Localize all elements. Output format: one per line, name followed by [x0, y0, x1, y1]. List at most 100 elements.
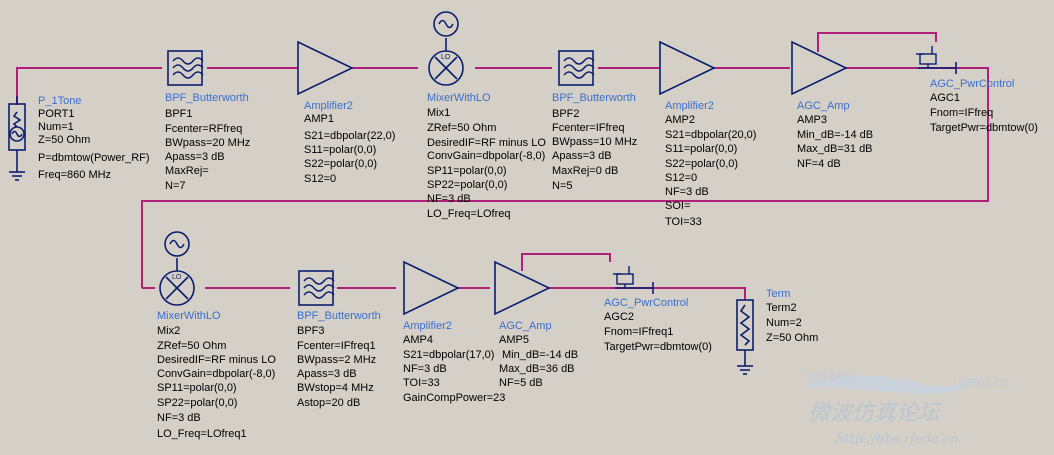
param: Apass=3 dB — [552, 150, 612, 162]
term-term2-symbol[interactable] — [736, 299, 754, 375]
label-agc1: AGC_PwrControl AGC1 Fnom=IFfreq TargetPw… — [930, 78, 1038, 134]
amplifier-amp2-symbol[interactable] — [659, 41, 715, 95]
param: S11=polar(0,0) — [665, 143, 737, 155]
param: BWpass=20 MHz — [165, 137, 250, 149]
param: Fcenter=IFfreq — [552, 122, 624, 134]
param: S12=0 — [665, 172, 697, 184]
component-type: AGC_PwrControl — [930, 78, 1014, 90]
param: Min_dB=-14 dB — [797, 129, 873, 141]
component-instance: AMP4 — [403, 334, 433, 346]
component-type: AGC_PwrControl — [604, 297, 688, 309]
param: ZRef=50 Ohm — [427, 122, 496, 134]
param: DesiredIF=RF minus LO — [427, 137, 546, 149]
amplifier-amp1-symbol[interactable] — [297, 41, 353, 95]
component-instance: AMP1 — [304, 113, 334, 125]
param: Max_dB=36 dB — [499, 363, 575, 375]
param: NF=3 dB — [427, 193, 471, 205]
agc-pwrcontrol-agc1-symbol[interactable] — [915, 45, 957, 75]
component-instance: BPF1 — [165, 108, 193, 120]
label-p1tone: P_1Tone PORT1 Num=1 Z=50 Ohm P=dbmtow(Po… — [38, 95, 150, 181]
param: TargetPwr=dbmtow(0) — [930, 122, 1038, 134]
param: Z=50 Ohm — [766, 332, 818, 344]
param: DesiredIF=RF minus LO — [157, 354, 276, 366]
watermark-brand: RFEDA.CN — [958, 378, 1009, 389]
source-p1tone[interactable] — [8, 96, 26, 181]
param: Apass=3 dB — [165, 151, 225, 163]
param: ConvGain=dbpolar(-8,0) — [157, 368, 275, 380]
amplifier-amp4-symbol[interactable] — [403, 261, 459, 315]
param: SP11=polar(0,0) — [157, 382, 237, 394]
param: BWpass=2 MHz — [297, 354, 376, 366]
param: Num=1 — [38, 121, 74, 133]
param: NF=4 dB — [797, 158, 841, 170]
watermark-wing — [800, 375, 980, 395]
param: MaxRej=0 dB — [552, 165, 618, 177]
label-amp1: Amplifier2 AMP1 S21=dbpolar(22,0) S11=po… — [304, 100, 395, 185]
component-type: BPF_Butterworth — [552, 92, 636, 104]
component-type: BPF_Butterworth — [165, 92, 249, 104]
filter-bpf1-symbol[interactable] — [167, 50, 204, 86]
filter-bpf2-symbol[interactable] — [558, 50, 595, 86]
param: TargetPwr=dbmtow(0) — [604, 341, 712, 353]
component-instance: PORT1 — [38, 108, 74, 120]
watermark-line2: 微波仿真论坛 — [808, 401, 942, 426]
label-amp2: Amplifier2 AMP2 S21=dbpolar(20,0) S11=po… — [665, 100, 756, 228]
watermark: 射频工程师 RFEDA.CN 微波仿真论坛 http://bbs.rfeda.c… — [800, 370, 1009, 447]
param: GainCompPower=23 — [403, 392, 505, 404]
component-type: Amplifier2 — [665, 100, 714, 112]
component-type: Amplifier2 — [403, 320, 452, 332]
watermark-url: http://bbs.rfeda.cn — [836, 432, 958, 447]
param: Astop=20 dB — [297, 397, 360, 409]
param: S11=polar(0,0) — [304, 144, 376, 156]
label-mix2: MixerWithLO Mix2 ZRef=50 Ohm DesiredIF=R… — [157, 310, 276, 440]
param: SP22=polar(0,0) — [157, 397, 237, 409]
component-instance: AGC1 — [930, 92, 960, 104]
component-instance: Mix1 — [427, 107, 450, 119]
component-type: MixerWithLO — [427, 92, 491, 104]
param: Fcenter=RFfreq — [165, 123, 242, 135]
label-bpf3: BPF_Butterworth BPF3 Fcenter=IFfreq1 BWp… — [297, 310, 381, 409]
param: Freq=860 MHz — [38, 169, 111, 181]
watermark-line1: 射频工程师 — [806, 370, 856, 383]
label-bpf2: BPF_Butterworth BPF2 Fcenter=IFfreq BWpa… — [552, 92, 637, 192]
mixer-mix1-symbol[interactable] — [428, 11, 464, 86]
param: S21=dbpolar(17,0) — [403, 349, 494, 361]
agc-pwrcontrol-agc2-symbol[interactable] — [612, 265, 654, 295]
label-amp4: Amplifier2 AMP4 S21=dbpolar(17,0) NF=3 d… — [403, 320, 505, 404]
component-instance: AMP5 — [499, 334, 529, 346]
param: Num=2 — [766, 317, 802, 329]
param: ZRef=50 Ohm — [157, 340, 226, 352]
mixer-mix2-symbol[interactable] — [159, 231, 195, 306]
param: NF=3 dB — [403, 363, 447, 375]
component-type: MixerWithLO — [157, 310, 221, 322]
param: SP11=polar(0,0) — [427, 165, 507, 177]
filter-bpf3-symbol[interactable] — [298, 270, 335, 306]
param: S21=dbpolar(20,0) — [665, 129, 756, 141]
wires-row1 — [16, 32, 989, 288]
param: NF=5 dB — [499, 377, 543, 389]
param: P=dbmtow(Power_RF) — [38, 152, 150, 164]
param: Fnom=IFfreq — [930, 107, 993, 119]
param: Apass=3 dB — [297, 368, 357, 380]
param: S12=0 — [304, 173, 336, 185]
param: N=7 — [165, 180, 186, 192]
param: S22=polar(0,0) — [304, 158, 377, 170]
label-bpf1: BPF_Butterworth BPF1 Fcenter=RFfreq BWpa… — [165, 92, 250, 192]
label-mix1: MixerWithLO Mix1 ZRef=50 Ohm DesiredIF=R… — [427, 92, 546, 220]
component-type: Term — [766, 288, 790, 300]
label-amp5: AGC_Amp AMP5 Min_dB=-14 dB Max_dB=36 dB … — [499, 320, 578, 389]
param: MaxRej= — [165, 165, 209, 177]
component-type: AGC_Amp — [499, 320, 552, 332]
param: Min_dB=-14 dB — [502, 349, 578, 361]
param: NF=3 dB — [665, 186, 709, 198]
label-amp3: AGC_Amp AMP3 Min_dB=-14 dB Max_dB=31 dB … — [797, 100, 873, 170]
component-type: AGC_Amp — [797, 100, 850, 112]
param: N=5 — [552, 180, 573, 192]
param: SOI= — [665, 200, 690, 212]
component-instance: AMP2 — [665, 114, 695, 126]
component-instance: BPF2 — [552, 108, 580, 120]
component-type: P_1Tone — [38, 95, 81, 107]
param: NF=3 dB — [157, 412, 201, 424]
param: S22=polar(0,0) — [665, 158, 738, 170]
